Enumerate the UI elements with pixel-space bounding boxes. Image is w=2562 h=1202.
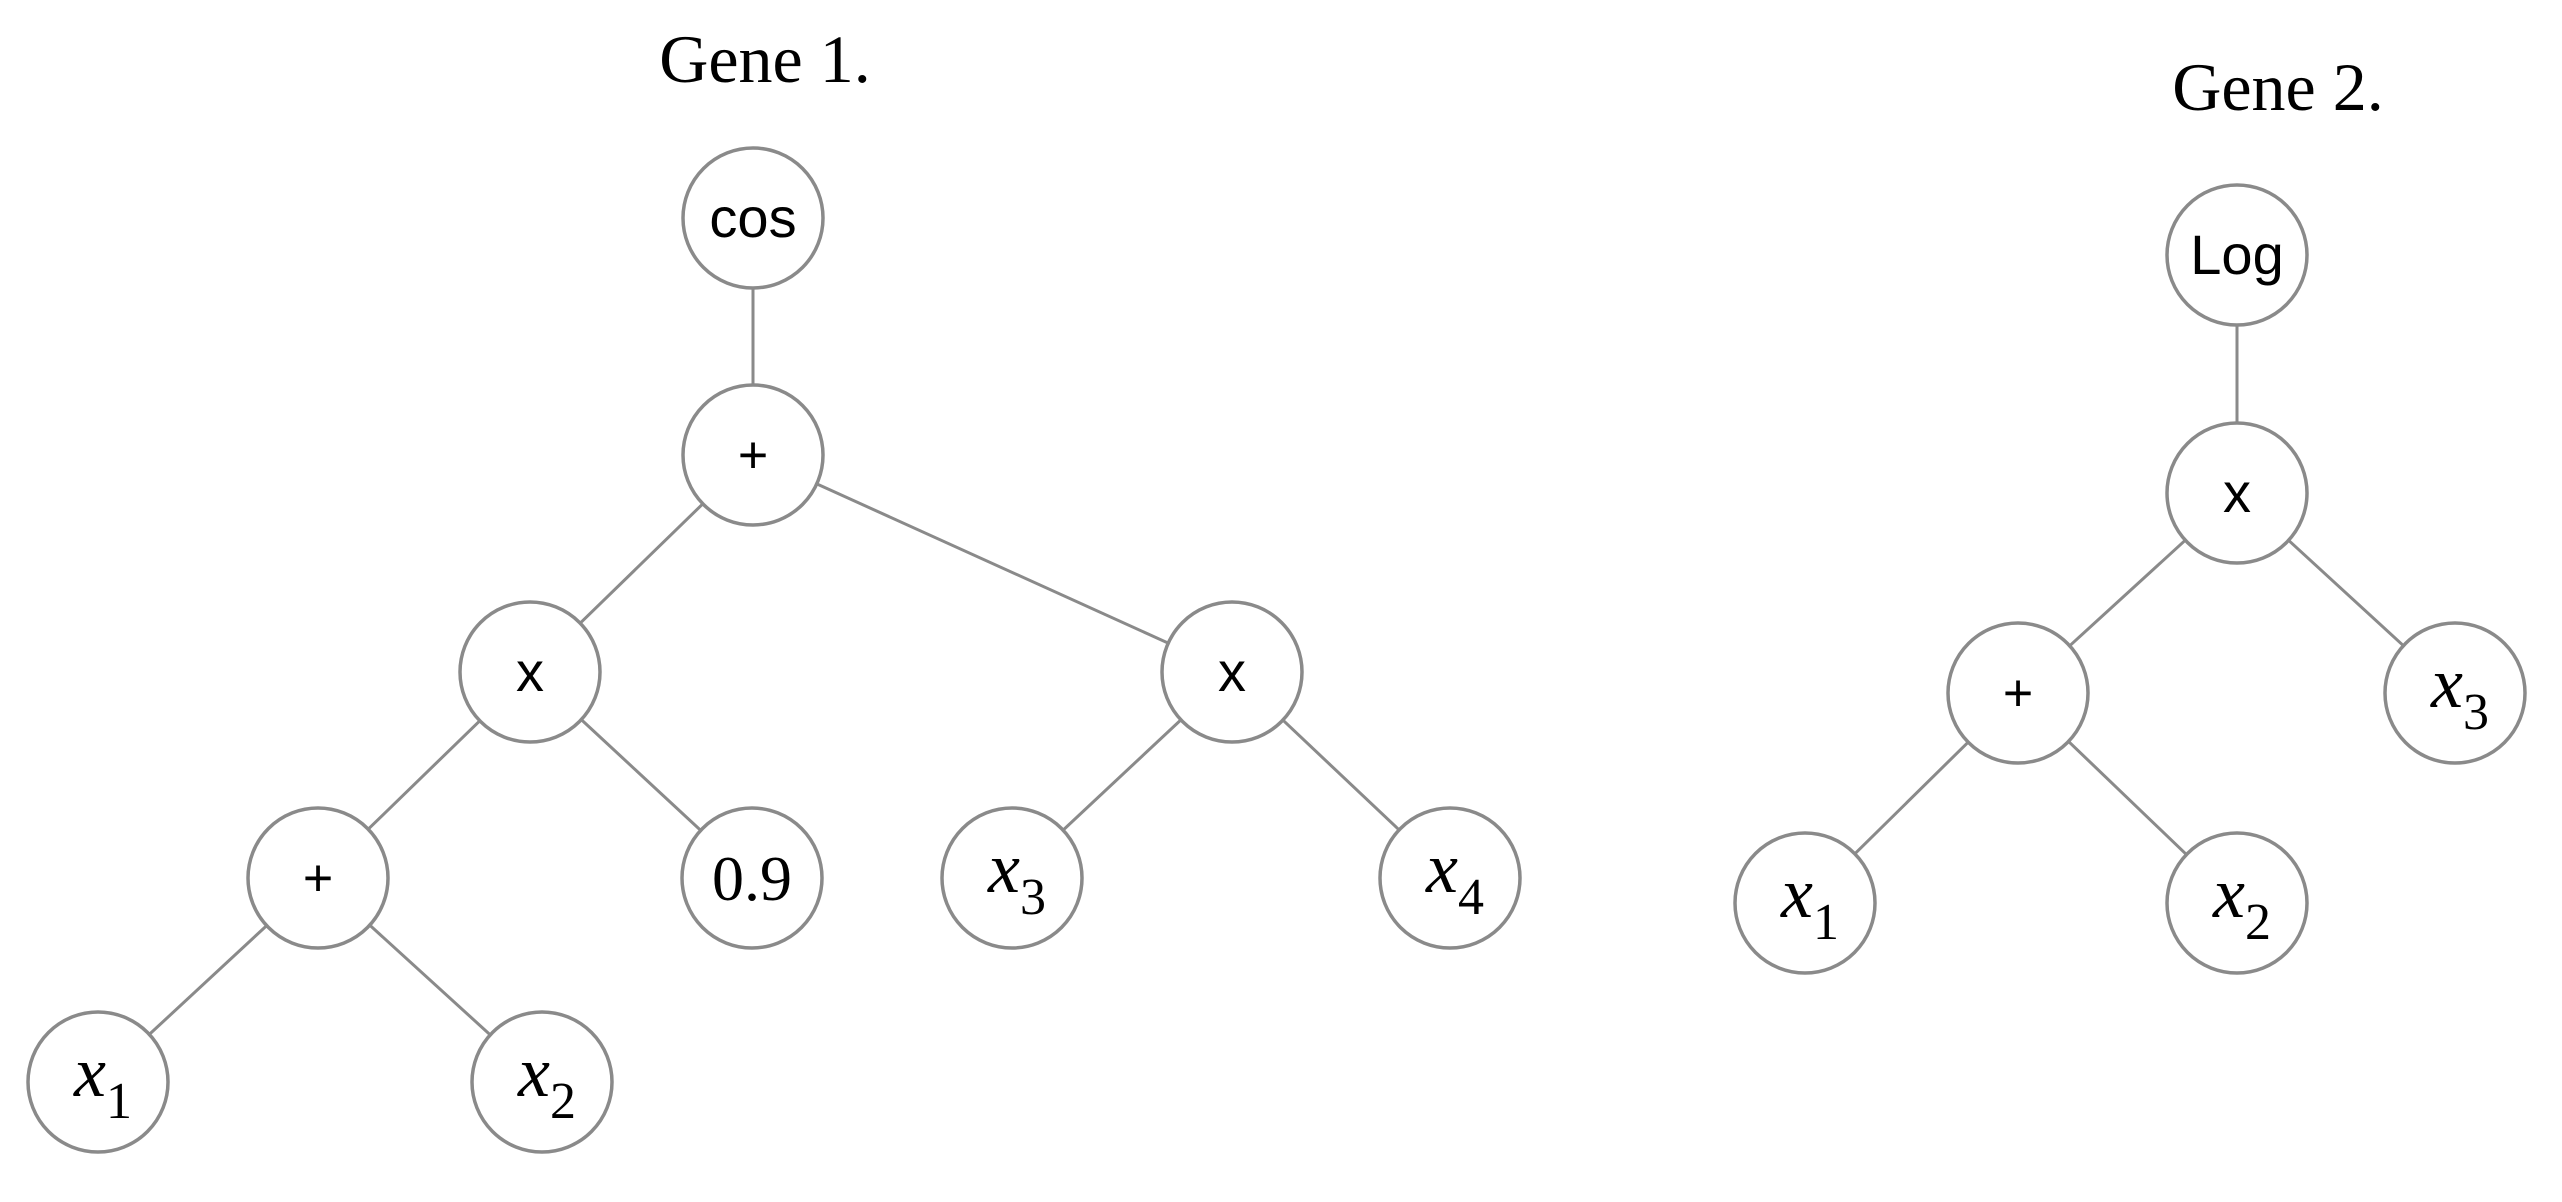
gene-1-title: Gene 1. bbox=[659, 21, 870, 97]
edge-g1-mul-right-to-g1-x4 bbox=[1281, 718, 1401, 832]
node-g1-plus-top: + bbox=[681, 383, 825, 527]
node-circle bbox=[470, 1010, 614, 1154]
node-g1-cos: cos bbox=[681, 146, 825, 290]
node-circle bbox=[1378, 806, 1522, 950]
node-label: x bbox=[987, 828, 1020, 908]
edge-g2-mul-to-g2-plus bbox=[2068, 539, 2187, 647]
node-g1-const: 0.9 bbox=[680, 806, 824, 950]
node-circle bbox=[1160, 600, 1304, 744]
gene-2-title: Gene 2. bbox=[2172, 49, 2383, 125]
node-g1-mul-left: x bbox=[458, 600, 602, 744]
node-circle bbox=[681, 146, 825, 290]
node-subscript: 3 bbox=[2463, 684, 2489, 741]
node-label: 0.9 bbox=[712, 843, 792, 914]
node-subscript: 4 bbox=[1458, 869, 1484, 926]
edge-g1-plus-top-to-g1-mul-right bbox=[816, 482, 1169, 645]
node-subscript: 1 bbox=[106, 1073, 132, 1130]
edge-g1-mul-left-to-g1-const bbox=[580, 718, 702, 832]
node-g2-mul: x bbox=[2165, 421, 2309, 565]
node-label: + bbox=[303, 850, 333, 908]
node-label: x bbox=[1425, 828, 1458, 908]
node-g2-log: Log bbox=[2165, 183, 2309, 327]
node-g1-plus-low: + bbox=[246, 806, 390, 950]
edge-g2-mul-to-g2-x3 bbox=[2287, 539, 2405, 647]
node-circle bbox=[2165, 831, 2309, 975]
node-circle bbox=[1946, 621, 2090, 765]
node-label: x bbox=[73, 1032, 106, 1112]
node-circle bbox=[2383, 621, 2527, 765]
node-circle bbox=[681, 383, 825, 527]
node-circle bbox=[458, 600, 602, 744]
node-circle bbox=[2165, 183, 2309, 327]
node-g1-mul-right: x bbox=[1160, 600, 1304, 744]
node-label: x bbox=[2223, 461, 2251, 524]
edge-g2-plus-to-g2-x1 bbox=[1853, 741, 1970, 855]
node-subscript: 2 bbox=[550, 1073, 576, 1130]
node-subscript: 3 bbox=[1020, 869, 1046, 926]
node-g2-plus: + bbox=[1946, 621, 2090, 765]
edge-g1-plus-low-to-g1-x1 bbox=[148, 924, 268, 1036]
edge-g2-plus-to-g2-x2 bbox=[2067, 740, 2188, 856]
node-label: x bbox=[516, 640, 544, 703]
node-circle bbox=[2165, 421, 2309, 565]
node-subscript: 1 bbox=[1813, 894, 1839, 951]
node-label: + bbox=[2003, 665, 2033, 723]
node-label: x bbox=[517, 1032, 550, 1112]
node-circle bbox=[680, 806, 824, 950]
node-circle bbox=[26, 1010, 170, 1154]
node-circle bbox=[940, 806, 1084, 950]
node-label: cos bbox=[709, 186, 796, 249]
node-subscript: 2 bbox=[2245, 894, 2271, 951]
edges-layer bbox=[148, 288, 2405, 1036]
node-label: x bbox=[2430, 643, 2463, 723]
node-circle bbox=[246, 806, 390, 950]
node-label: + bbox=[738, 427, 768, 485]
edge-g1-plus-top-to-g1-mul-left bbox=[579, 502, 704, 625]
edge-g1-mul-right-to-g1-x3 bbox=[1062, 718, 1182, 832]
node-label: Log bbox=[2190, 223, 2283, 286]
edge-g1-mul-left-to-g1-plus-low bbox=[367, 719, 481, 831]
node-label: x bbox=[2212, 853, 2245, 933]
edge-g1-plus-low-to-g1-x2 bbox=[368, 924, 492, 1036]
node-label: x bbox=[1218, 640, 1246, 703]
node-label: x bbox=[1780, 853, 1813, 933]
node-circle bbox=[1733, 831, 1877, 975]
